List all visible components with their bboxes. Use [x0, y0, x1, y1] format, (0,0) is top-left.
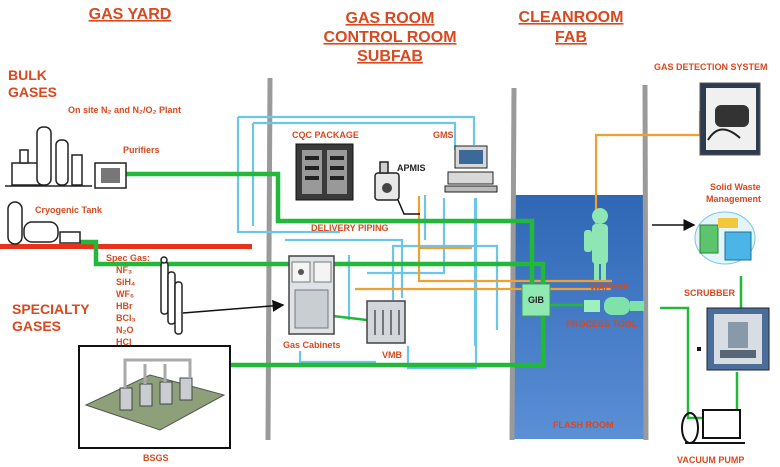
delivery-piping-label: DELIVERY PIPING	[311, 223, 389, 233]
spec-gas-wf6: WF₆	[116, 289, 134, 299]
red-bar	[0, 244, 252, 249]
apmis-icon	[374, 161, 400, 201]
spec-gas-nf3: NF₃	[116, 265, 132, 275]
spec-gas-cylinders-icon	[160, 256, 183, 335]
small-marker	[697, 347, 701, 351]
spec-gas-hbr: HBr	[116, 301, 133, 311]
spec-gas-n2o: N₂O	[116, 325, 134, 335]
bsgs-icon	[78, 345, 231, 449]
scrubber-photo	[706, 307, 770, 371]
arrow-to-gas-cabinets	[182, 299, 285, 314]
green-thin-lines	[332, 276, 743, 420]
scrubber-label: SCRUBBER	[684, 288, 736, 298]
wafers-person-icon	[584, 208, 608, 280]
heading-cleanroom: CLEANROOM	[519, 9, 624, 26]
green-lines	[80, 171, 546, 368]
vacuum-pump-label: VACUUM PUMP	[677, 455, 744, 465]
purifiers-label: Purifiers	[123, 145, 160, 155]
onsite-plant-label: On site N₂ and N₂/O₂ Plant	[68, 105, 181, 115]
process-tool-icon	[584, 297, 644, 315]
solid-waste-label-1: Solid Waste	[710, 182, 761, 192]
gas-detection-label: GAS DETECTION SYSTEM	[654, 62, 768, 72]
gas-detection-photo	[699, 82, 761, 156]
partition-wall-1	[265, 77, 273, 441]
heading-gas-yard: GAS YARD	[89, 6, 172, 23]
heading-control-room: CONTROL ROOM	[323, 29, 456, 46]
cryogenic-tank-icon	[7, 201, 81, 245]
gms-label: GMS	[433, 130, 454, 140]
bsgs-label: BSGS	[143, 453, 169, 463]
gas-cabinets-label: Gas Cabinets	[283, 340, 341, 350]
specialty-gases-label-2: GASES	[12, 318, 61, 334]
heading-subfab: SUBFAB	[357, 48, 423, 65]
cryogenic-tank-label: Cryogenic Tank	[35, 205, 103, 215]
orange-lines	[355, 111, 702, 291]
spec-gas-sih4: SiH₄	[116, 277, 135, 287]
cqc-package-label: CQC PACKAGE	[292, 130, 359, 140]
vmb-icon	[366, 300, 406, 344]
gms-computer-icon	[444, 145, 498, 193]
heading-fab: FAB	[555, 29, 587, 46]
heading-gas-room: GAS ROOM	[346, 10, 435, 27]
partition-wall-3	[642, 84, 649, 441]
gib-box	[521, 283, 551, 317]
apmis-line	[397, 199, 420, 215]
apmis-label: APMIS	[397, 163, 426, 173]
spec-gas-bcl3: BCl₃	[116, 313, 136, 323]
bulk-gases-label-1: BULK	[8, 67, 47, 83]
solid-waste-label-2: Management	[706, 194, 761, 204]
solid-waste-icon	[694, 211, 756, 265]
specialty-gases-label-1: SPECIALTY	[12, 301, 90, 317]
vmb-label: VMB	[382, 350, 403, 360]
purifier-icon	[94, 162, 127, 189]
bulk-gases-label-2: GASES	[8, 84, 57, 100]
cqc-package-icon	[295, 143, 354, 201]
flash-room-label: FLASH ROOM	[553, 420, 614, 430]
vacuum-pump-icon	[681, 409, 745, 444]
gas-cabinets-icon	[288, 255, 335, 335]
process-tool-label: PROCESS TOOL	[566, 319, 638, 329]
bulk-gas-plant-icon	[5, 126, 92, 187]
spec-gas-hcl: HCl	[116, 337, 132, 347]
wafers-label: WAFERS	[590, 282, 629, 292]
spec-gas-label: Spec Gas:	[106, 253, 150, 263]
gib-label: GIB	[528, 295, 545, 305]
